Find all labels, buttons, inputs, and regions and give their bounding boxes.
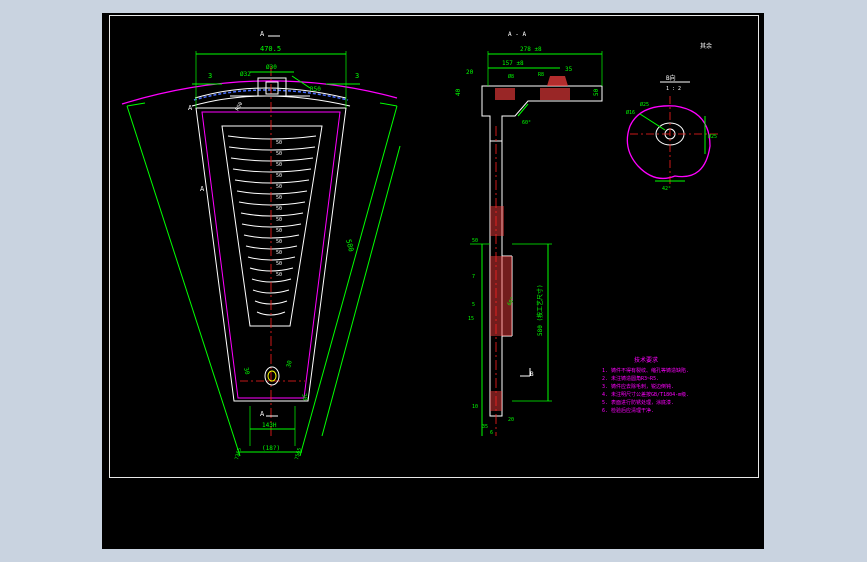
rib-dim: 50 — [276, 151, 282, 157]
sec-dim-total: 278 ±8 — [520, 46, 542, 53]
sec-angle-2: 60° — [507, 296, 517, 307]
sec-angle: 60° — [522, 120, 531, 126]
fan-hole-dim: Ø30 — [266, 64, 277, 71]
sec-dim-b1: Ø8 — [508, 73, 514, 80]
fan-angle-left: 3 — [208, 72, 212, 80]
fan-length: 580 — [344, 238, 355, 252]
detail-scale: 1 : 2 — [666, 86, 681, 92]
fan-view: 470.5 Ø32 Ø30 3 3 R50 A A A A 50 — [121, 30, 401, 461]
sec-side-label: 50 — [472, 238, 478, 244]
fan-radius: R50 — [310, 86, 321, 93]
section-label-a1: A — [188, 104, 193, 112]
rib-dim: 50 — [276, 184, 282, 190]
sec-side-label: 15 — [468, 316, 474, 322]
fan-hole-dim-2: Ø32 — [240, 71, 251, 78]
detail-title: B向 — [666, 74, 676, 82]
fan-width-top: 470.5 — [260, 45, 281, 53]
rib-dim: 50 — [276, 250, 282, 256]
sec-bottom-dim-1: 35 — [482, 424, 488, 430]
detail-dim-c: 42° — [662, 186, 671, 192]
sec-side-label: 7 — [472, 274, 475, 280]
detail-view: 其余 B向 1 : 2 Ø16 Ø25 Ø25 42° — [626, 42, 720, 192]
rib-lines — [227, 135, 317, 316]
rib-dim: 50 — [276, 228, 282, 234]
detail-dim-b2: Ø25 — [708, 133, 717, 140]
sec-bottom-dim-2: 20 — [508, 417, 514, 423]
sec-dim-mid: 157 ±8 — [502, 60, 524, 67]
notes-line: 6. 检验后应清理干净. — [602, 407, 654, 414]
section-title: A - A — [508, 31, 526, 38]
sec-vertical-dim: 580 (按工艺尺寸) — [536, 284, 544, 336]
rib-dim: 50 — [276, 206, 282, 212]
section-label-a2: A — [200, 185, 205, 193]
sec-dim-b2: R8 — [538, 72, 544, 78]
section-view: A - A 278 ±8 157 ±8 — [455, 31, 603, 436]
notes-line: 1. 铸件不得有裂纹、缩孔等铸造缺陷. — [602, 367, 689, 374]
notes-line: 3. 铸件应去除毛刺，锐边倒钝. — [602, 383, 674, 390]
rib-dim: 50 — [276, 173, 282, 179]
section-label-bottom: A — [260, 410, 265, 418]
fan-angle-right: 3 — [355, 72, 359, 80]
sec-dim-right: 35 — [565, 66, 573, 73]
rib-dim: 50 — [276, 195, 282, 201]
sec-side-label: 10 — [472, 404, 478, 410]
roughness-label: 其余 — [700, 42, 712, 50]
notes-line: 4. 未注明尺寸公差按GB/T1804-m级. — [602, 391, 689, 398]
rib-dim: 50 — [276, 217, 282, 223]
fan-width-bottom: 143H — [262, 422, 277, 429]
rib-dim: 50 — [276, 140, 282, 146]
sec-side-label: 5 — [472, 302, 475, 308]
technical-notes: 技术要求 1. 铸件不得有裂纹、缩孔等铸造缺陷. 2. 未注铸造圆角R3~R5.… — [602, 356, 689, 414]
notes-line: 2. 未注铸造圆角R3~R5. — [602, 375, 659, 382]
notes-line: 5. 表面进行防锈处理，涂底漆. — [602, 399, 674, 406]
sec-bottom-dim-3: 6 — [490, 430, 493, 436]
fan-r-label: R50 — [235, 101, 245, 112]
fan-foot-right: 30 — [285, 359, 294, 368]
rib-dim: 50 — [276, 272, 282, 278]
detail-dim-a: Ø16 — [626, 109, 635, 116]
fan-width-base: (18?) — [262, 445, 280, 452]
fan-bottom-right: 7565 — [294, 447, 303, 460]
section-label-top: A — [260, 30, 265, 38]
sec-dim-left: 20 — [466, 69, 474, 76]
fan-foot-right-b: 30 — [300, 393, 309, 402]
notes-title: 技术要求 — [634, 356, 658, 364]
rib-dim: 50 — [276, 162, 282, 168]
fan-bottom-left: 7365 — [234, 447, 243, 460]
sec-dim-height: 40 — [455, 88, 462, 96]
drawing-sheet-frame: 470.5 Ø32 Ø30 3 3 R50 A A A A 50 — [109, 15, 759, 478]
sec-dim-depth: 50 — [593, 88, 600, 96]
cad-viewport[interactable]: 470.5 Ø32 Ø30 3 3 R50 A A A A 50 — [102, 13, 764, 549]
fan-foot-left: 30 — [242, 367, 251, 376]
rib-dim: 50 — [276, 239, 282, 245]
drawing-canvas: 470.5 Ø32 Ø30 3 3 R50 A A A A 50 — [121, 30, 720, 461]
rib-dimension-labels: 50 50 50 50 50 50 50 50 50 50 50 50 50 — [276, 140, 282, 278]
rib-dim: 50 — [276, 261, 282, 267]
sec-marker: B — [530, 371, 534, 378]
detail-dim-b: Ø25 — [640, 101, 649, 108]
